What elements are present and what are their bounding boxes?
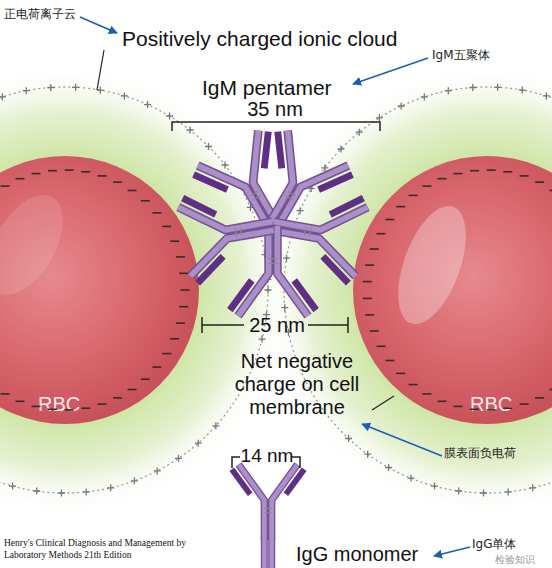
ionic-glow	[262, 65, 552, 515]
positive-charge	[121, 92, 128, 99]
positive-charge	[281, 304, 288, 311]
positive-charge	[480, 490, 487, 497]
positive-charge	[398, 103, 405, 110]
positive-charge	[23, 87, 30, 94]
chinese-annotation: IgG单体	[472, 538, 516, 551]
positive-charge	[421, 93, 428, 100]
red-blood-cell: RBC	[352, 155, 552, 425]
positive-charge	[321, 164, 328, 171]
positive-charge	[338, 146, 345, 153]
chinese-annotation: IgM五聚体	[432, 49, 490, 62]
cell-label: RBC	[470, 393, 512, 416]
positive-charge	[166, 113, 173, 120]
part-label: IgG monomer	[296, 543, 418, 565]
positive-charge	[187, 127, 194, 134]
positive-charge	[259, 336, 266, 343]
positive-charge	[281, 279, 288, 286]
positive-charge	[97, 87, 104, 94]
positive-charge	[58, 490, 65, 497]
positive-charge	[356, 129, 363, 136]
positive-charge	[297, 207, 304, 214]
source-citation: Henry's Clinical Diagnosis and Managemen…	[4, 538, 186, 562]
positive-charge	[265, 287, 272, 294]
part-label: Net negative charge on cell membrane	[218, 350, 376, 419]
ionic-cloud-ring	[284, 87, 552, 493]
igg-monomer	[232, 464, 304, 540]
positive-charge	[529, 484, 536, 491]
positive-charge	[345, 435, 352, 442]
igg-stem	[264, 538, 271, 568]
positive-charge	[212, 422, 219, 429]
positive-charge	[385, 464, 392, 471]
positive-charge	[308, 185, 315, 192]
cell-body	[0, 156, 199, 424]
watermark: 检验知识	[495, 554, 535, 565]
red-blood-cell: RBC	[0, 155, 200, 425]
positive-charge	[264, 276, 271, 283]
cell-outline	[352, 155, 552, 425]
positive-charge	[256, 227, 263, 234]
positive-charge	[0, 93, 6, 100]
positive-charge	[261, 251, 268, 258]
positive-charge	[505, 488, 512, 495]
positive-charge	[154, 467, 161, 474]
igm-monomer	[230, 226, 316, 316]
leader-line	[97, 50, 104, 90]
part-label: IgM pentamer	[202, 76, 332, 99]
positive-charge	[408, 475, 415, 482]
positive-charge	[72, 84, 79, 91]
positive-charge	[431, 483, 438, 490]
leader-line	[372, 396, 394, 410]
dimension-bracket	[172, 122, 380, 131]
cell-label: RBC	[38, 393, 80, 416]
positive-charge	[9, 483, 16, 490]
callout-arrow	[353, 58, 428, 84]
chinese-annotation: 膜表面负电荷	[444, 447, 516, 460]
positive-charge	[175, 455, 182, 462]
positive-charge	[288, 231, 295, 238]
positive-charge	[519, 87, 526, 94]
dimension-label: 14 nm	[236, 446, 298, 467]
positive-charge	[107, 484, 114, 491]
positive-charge	[47, 84, 54, 91]
positive-charge	[144, 101, 151, 108]
positive-charge	[376, 114, 383, 121]
positive-charge	[222, 162, 229, 169]
cell-body	[353, 156, 552, 424]
ionic-cloud-ring	[0, 87, 268, 493]
positive-charge	[205, 143, 212, 150]
positive-charge	[236, 182, 243, 189]
part-label: Positively charged ionic cloud	[122, 27, 397, 50]
chinese-annotation: 正电荷离子云	[4, 8, 76, 21]
callout-arrow	[434, 547, 470, 556]
callout-arrow	[362, 424, 442, 456]
cell-highlight	[0, 182, 78, 307]
positive-charge	[247, 204, 254, 211]
callout-arrow	[80, 17, 117, 33]
positive-charge	[364, 451, 371, 458]
positive-charge	[283, 255, 290, 262]
cell-outline	[0, 155, 200, 425]
igm-monomer	[266, 184, 370, 285]
igm-monomer	[236, 126, 356, 247]
positive-charge	[83, 488, 90, 495]
positive-charge	[195, 440, 202, 447]
positive-charge	[445, 87, 452, 94]
positive-charge	[455, 488, 462, 495]
positive-charge	[469, 84, 476, 91]
igm-monomer	[191, 126, 311, 247]
dimension-label: 25 nm	[246, 314, 308, 336]
positive-charge	[33, 488, 40, 495]
dimension-label: 35 nm	[235, 98, 315, 120]
cell-highlight	[384, 197, 479, 333]
positive-charge	[494, 84, 501, 91]
igg-stem	[264, 538, 271, 568]
positive-charge	[131, 477, 138, 484]
positive-charge	[543, 92, 550, 99]
